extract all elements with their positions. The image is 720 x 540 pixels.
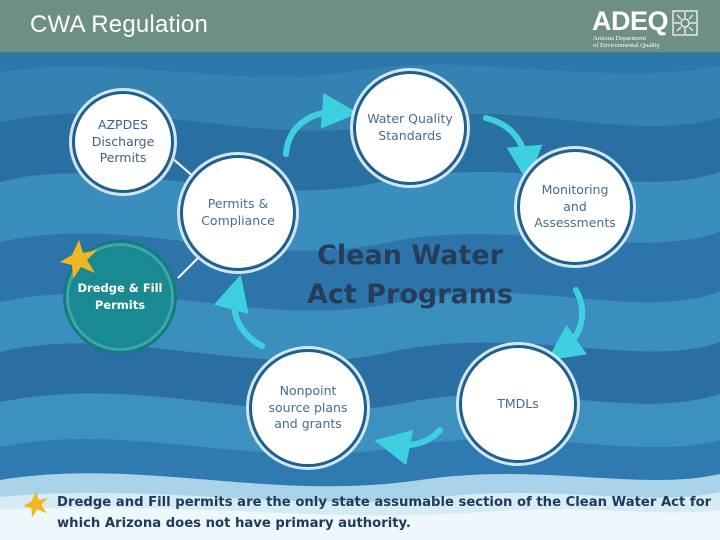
node-label-line: Dredge & Fill [78,280,163,297]
footnote-line2: which Arizona does not have primary auth… [57,513,717,534]
node-monitoring-assessments: Monitoring and Assessments [520,152,630,262]
footnote-line1: Dredge and Fill permits are the only sta… [57,492,717,513]
node-label-line: Permits [78,297,163,314]
node-label-line: Standards [367,128,453,145]
node-label-line: Water Quality [367,111,453,128]
node-permits-compliance: Permits & Compliance [183,158,293,268]
arrow-to-nonpoint [392,430,440,445]
node-azpdes-permits: AZPDES Discharge Permits [75,94,171,190]
node-label-line: Permits & [201,196,275,213]
node-label-line: Permits [92,150,155,167]
node-label-line: TMDLs [497,396,539,413]
node-label-line: Compliance [201,213,275,230]
footnote: Dredge and Fill permits are the only sta… [57,492,717,534]
node-label-line: Assessments [534,215,616,232]
arrow-to-tmdls [562,290,582,350]
center-title-line1: Clean Water [300,236,520,275]
node-label-line: source plans [269,400,348,417]
node-nonpoint-source: Nonpoint source plans and grants [252,352,364,464]
center-title: Clean Water Act Programs [300,236,520,314]
node-label-line: Discharge [92,134,155,151]
arrow-to-monitoring [486,118,526,164]
node-label-line: AZPDES [92,117,155,134]
node-tmdls: TMDLs [462,348,574,460]
node-water-quality-standards: Water Quality Standards [356,74,464,182]
star-icon [58,238,100,280]
node-label-line: and [534,199,616,216]
center-title-line2: Act Programs [300,275,520,314]
node-label-line: Monitoring [534,182,616,199]
arrow-to-water-quality [286,112,340,154]
arrow-to-permits [234,292,262,346]
node-label-line: Nonpoint [269,383,348,400]
star-icon [22,490,50,518]
node-label-line: and grants [269,416,348,433]
